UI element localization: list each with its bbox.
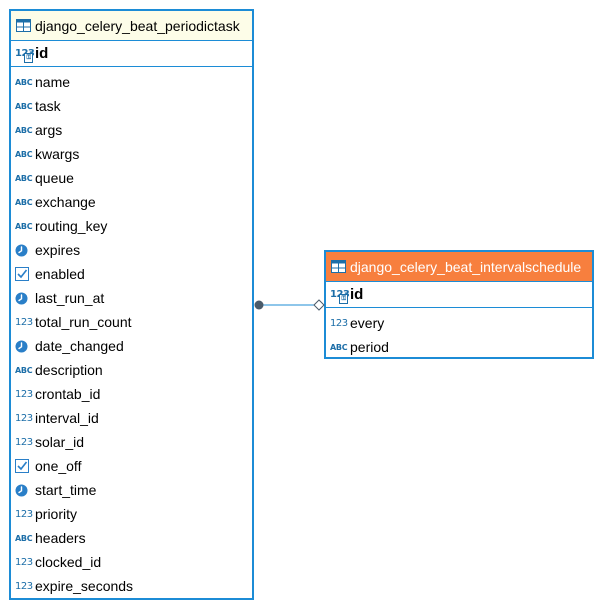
column-name: queue xyxy=(35,170,74,186)
text-icon: ABC xyxy=(330,342,348,352)
primary-key-row[interactable]: 123⚿ id xyxy=(11,41,252,67)
column-name: date_changed xyxy=(35,338,124,354)
entity-title: django_celery_beat_intervalschedule xyxy=(350,258,582,275)
entity-header[interactable]: django_celery_beat_periodictask xyxy=(11,11,252,41)
entity-django-celery-beat-periodictask[interactable]: django_celery_beat_periodictask 123⚿ id … xyxy=(9,9,254,600)
entity-title: django_celery_beat_periodictask xyxy=(35,17,240,34)
numeric-icon: 123 xyxy=(15,580,33,592)
column-row[interactable]: date_changed xyxy=(11,334,252,358)
one-end-diamond-icon xyxy=(313,299,325,311)
table-icon xyxy=(331,260,346,273)
numeric-key-icon: 123⚿ xyxy=(330,289,350,304)
column-name: exchange xyxy=(35,194,96,210)
column-name: priority xyxy=(35,506,78,522)
numeric-icon: 123 xyxy=(15,508,33,520)
column-row[interactable]: expires xyxy=(11,238,252,262)
column-name: every xyxy=(350,315,385,331)
clock-icon xyxy=(15,484,33,497)
column-name: crontab_id xyxy=(35,386,101,402)
column-row[interactable]: start_time xyxy=(11,478,252,502)
column-name: last_run_at xyxy=(35,290,105,306)
column-row[interactable]: enabled xyxy=(11,262,252,286)
primary-key-row[interactable]: 123⚿ id xyxy=(326,282,592,308)
column-name: total_run_count xyxy=(35,314,132,330)
entity-django-celery-beat-intervalschedule[interactable]: django_celery_beat_intervalschedule 123⚿… xyxy=(324,250,594,359)
column-name: id xyxy=(35,45,49,62)
numeric-icon: 123 xyxy=(15,556,33,568)
numeric-icon: 123 xyxy=(330,317,348,329)
numeric-icon: 123 xyxy=(15,412,33,424)
text-icon: ABC xyxy=(15,77,33,87)
clock-icon xyxy=(15,292,33,305)
column-name: solar_id xyxy=(35,434,85,450)
column-name: routing_key xyxy=(35,218,108,234)
column-name: description xyxy=(35,362,103,378)
text-icon: ABC xyxy=(15,197,33,207)
column-name: interval_id xyxy=(35,410,99,426)
column-name: one_off xyxy=(35,458,82,474)
clock-icon xyxy=(15,340,33,353)
column-name: start_time xyxy=(35,482,97,498)
text-icon: ABC xyxy=(15,125,33,135)
column-name: kwargs xyxy=(35,146,80,162)
numeric-icon: 123 xyxy=(15,436,33,448)
text-icon: ABC xyxy=(15,221,33,231)
text-icon: ABC xyxy=(15,533,33,543)
column-name: expires xyxy=(35,242,81,258)
text-icon: ABC xyxy=(15,365,33,375)
checkbox-icon xyxy=(15,267,33,281)
numeric-icon: 123 xyxy=(15,388,33,400)
column-row[interactable]: one_off xyxy=(11,454,252,478)
column-name: expire_seconds xyxy=(35,578,134,594)
text-icon: ABC xyxy=(15,173,33,183)
text-icon: ABC xyxy=(15,149,33,159)
numeric-key-icon: 123⚿ xyxy=(15,48,35,63)
column-name: task xyxy=(35,98,61,114)
column-name: id xyxy=(350,286,364,303)
table-icon xyxy=(16,19,31,32)
column-name: headers xyxy=(35,530,86,546)
column-name: period xyxy=(350,339,389,355)
column-name: enabled xyxy=(35,266,85,282)
entity-header[interactable]: django_celery_beat_intervalschedule xyxy=(326,252,592,282)
checkbox-icon xyxy=(15,459,33,473)
numeric-icon: 123 xyxy=(15,316,33,328)
clock-icon xyxy=(15,244,33,257)
text-icon: ABC xyxy=(15,101,33,111)
column-name: args xyxy=(35,122,63,138)
many-end-dot-icon xyxy=(254,300,264,310)
column-name: name xyxy=(35,74,71,90)
column-name: clocked_id xyxy=(35,554,102,570)
column-row[interactable]: last_run_at xyxy=(11,286,252,310)
